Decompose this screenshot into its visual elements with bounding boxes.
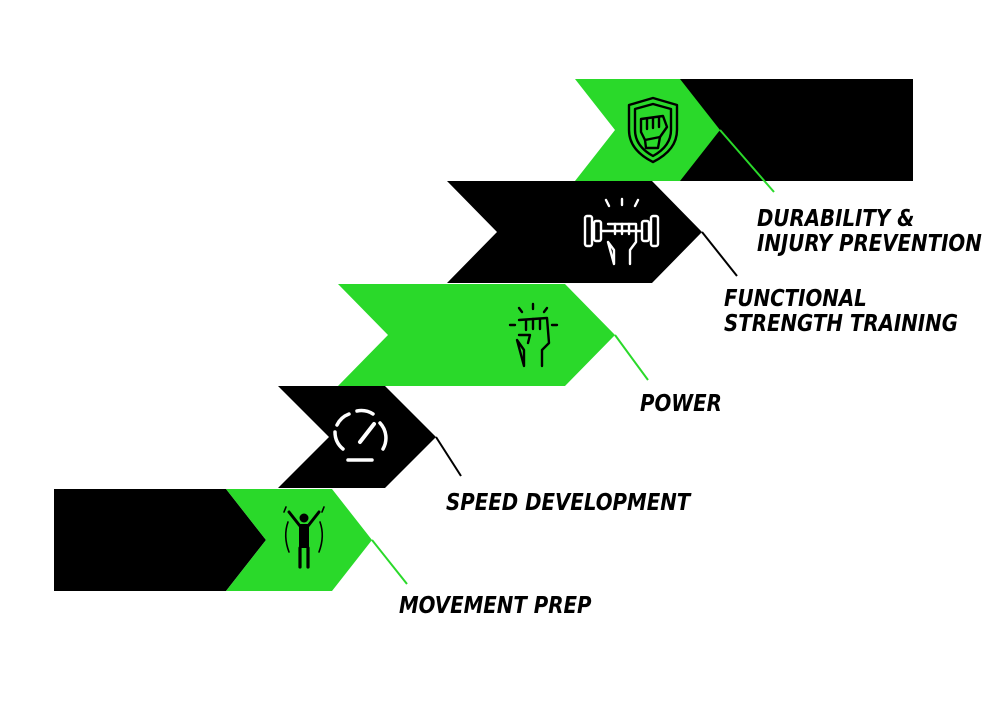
label-functional-line-1: FUNCTIONAL — [724, 286, 867, 312]
step-movement — [54, 489, 408, 591]
speedometer-icon — [333, 408, 388, 462]
label-speed: SPEED DEVELOPMENT — [446, 491, 690, 516]
dumbbell-fist-icon — [583, 197, 660, 266]
step-power-connector — [614, 334, 649, 381]
step-speed — [278, 386, 462, 488]
raised-fist-icon — [508, 302, 559, 368]
step-speed-chevron — [278, 386, 436, 488]
label-speed-line-1: SPEED DEVELOPMENT — [446, 490, 691, 516]
step-speed-connector — [435, 436, 462, 477]
label-functional: FUNCTIONAL STRENGTH TRAINING — [724, 287, 958, 337]
step-movement-black-bar — [54, 489, 266, 591]
step-functional-connector — [701, 231, 738, 277]
stretching-person-icon — [283, 506, 325, 569]
step-power — [338, 284, 649, 386]
step-movement-connector — [371, 539, 408, 585]
step-power-chevron — [338, 284, 615, 386]
shield-fist-icon — [627, 96, 679, 164]
label-durability: DURABILITY & INJURY PREVENTION — [757, 207, 982, 257]
step-durability — [575, 79, 913, 193]
label-durability-line-1: DURABILITY & — [757, 206, 915, 232]
label-movement: MOVEMENT PREP — [399, 594, 591, 619]
label-functional-line-2: STRENGTH TRAINING — [724, 311, 958, 337]
label-durability-line-2: INJURY PREVENTION — [757, 231, 982, 257]
label-movement-line-1: MOVEMENT PREP — [399, 593, 592, 619]
label-power: POWER — [640, 392, 722, 417]
step-durability-connector — [719, 129, 775, 193]
step-functional-chevron — [447, 181, 702, 283]
step-functional — [447, 181, 738, 283]
label-power-line-1: POWER — [640, 391, 722, 417]
